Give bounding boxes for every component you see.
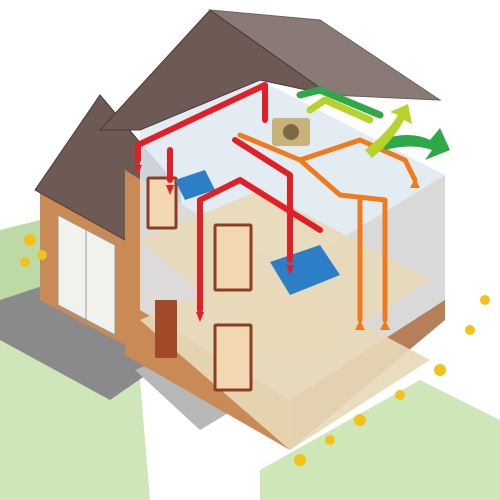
- front-door: [155, 300, 177, 358]
- mvhr-unit: [272, 118, 310, 146]
- window-lower-right: [215, 325, 251, 390]
- window-upper-right: [215, 225, 251, 290]
- mvhr-fan-icon: [283, 124, 299, 140]
